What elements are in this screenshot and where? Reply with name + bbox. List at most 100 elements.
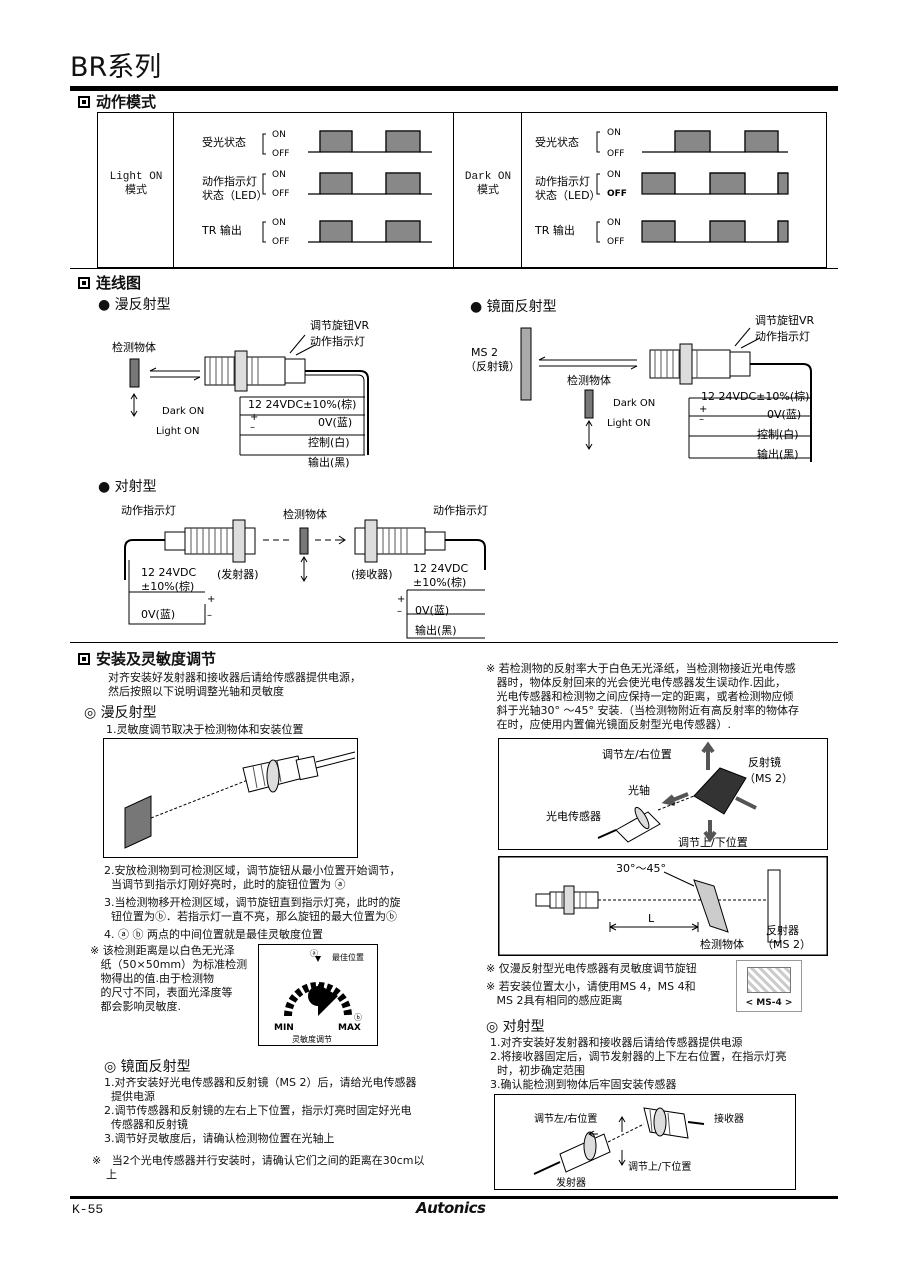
svg-text:动作指示灯: 动作指示灯: [310, 334, 365, 348]
svg-text:（MS 2）: （MS 2）: [762, 938, 811, 951]
svg-text:Dark ON: Dark ON: [613, 398, 655, 409]
svg-text:ON: ON: [607, 170, 621, 180]
brand-logo: Autonics: [416, 1199, 486, 1217]
diffuse-install-title: ◎ 漫反射型: [84, 705, 157, 721]
svg-text:检测物体: 检测物体: [700, 937, 744, 951]
svg-text:±10%(棕): ±10%(棕): [141, 579, 194, 593]
svg-text:灵敏度调节: 灵敏度调节: [292, 1034, 332, 1044]
svg-text:–: –: [207, 610, 212, 621]
svg-text:动作指示灯: 动作指示灯: [535, 174, 590, 188]
dark-on-mode-label: Dark ON 模式: [464, 171, 512, 197]
svg-text:状态（LED）: 状态（LED）: [535, 188, 601, 202]
through-title: ● 对射型: [98, 479, 157, 495]
diffuse-wiring-diagram: 调节旋钮VR 动作指示灯 检测物体 Dark ON Light ON 12 24…: [112, 318, 370, 469]
svg-text:TR 输出: TR 输出: [201, 223, 242, 237]
svg-text:光电传感器: 光电传感器: [546, 809, 601, 823]
footer-rule: [70, 1196, 838, 1199]
svg-text:0V(蓝): 0V(蓝): [141, 608, 175, 621]
step-2: 2.安放检测物到可检测区域，调节旋钮从最小位置开始调节， 当调节到指示灯刚好亮时…: [104, 864, 401, 891]
title-rule: [70, 86, 838, 91]
square-bullet-icon: [78, 96, 90, 108]
svg-text:动作指示灯: 动作指示灯: [202, 174, 257, 188]
svg-text:接收器: 接收器: [714, 1112, 744, 1125]
vr-label: 调节旋钮VR: [310, 318, 370, 332]
svg-text:输出(黑): 输出(黑): [757, 447, 799, 461]
svg-text:(接收器): (接收器): [351, 567, 393, 581]
svg-text:光轴: 光轴: [628, 783, 650, 797]
note-vr: ※ 仅漫反射型光电传感器有灵敏度调节旋钮: [486, 962, 697, 975]
step-3: 3.当检测物移开检测区域，调节旋钮直到指示灯亮，此时的旋 钮位置为ⓑ．若指示灯一…: [104, 896, 401, 923]
svg-text:–: –: [699, 414, 704, 425]
mirror-adjust-figure: 调节左/右位置 反射镜 （MS 2） 光轴 光电传感器 调节上/下位置: [498, 738, 828, 850]
svg-text:OFF: OFF: [607, 149, 624, 159]
svg-text:ON: ON: [272, 218, 286, 228]
svg-text:12 24VDC: 12 24VDC: [413, 562, 468, 575]
svg-text:（MS 2）: （MS 2）: [744, 772, 793, 785]
svg-text:受光状态: 受光状态: [535, 135, 579, 149]
svg-text:最佳位置: 最佳位置: [332, 952, 364, 962]
svg-text:OFF: OFF: [607, 189, 627, 199]
svg-text:0V(蓝): 0V(蓝): [767, 408, 801, 421]
svg-text:ON: ON: [607, 218, 621, 228]
svg-text:控制(白): 控制(白): [757, 427, 799, 441]
mode-table: [97, 112, 827, 268]
step-4: 4. ⓐ ⓑ 两点的中间位置就是最佳灵敏度位置: [104, 928, 323, 941]
svg-text:30°～45°: 30°～45°: [616, 862, 666, 875]
note-reflectivity: ※ 若检测物的反射率大于白色无光泽纸，当检测物接近光电传感 器时，物体反射回来的…: [486, 662, 799, 731]
svg-text:ON: ON: [272, 170, 286, 180]
svg-text:ⓐ: ⓐ: [310, 949, 318, 958]
svg-text:–: –: [250, 422, 255, 433]
svg-text:+: +: [397, 594, 405, 605]
ms4-reflector-image: < MS-4 >: [736, 960, 802, 1012]
svg-text:TR 输出: TR 输出: [534, 223, 575, 237]
svg-text:检测物体: 检测物体: [567, 373, 611, 387]
svg-text:+: +: [699, 404, 707, 415]
svg-text:调节上/下位置: 调节上/下位置: [628, 1160, 691, 1173]
through-install-title: ◎ 对射型: [486, 1019, 545, 1035]
svg-text:12 24VDC: 12 24VDC: [141, 566, 196, 579]
svg-text:ⓑ: ⓑ: [354, 1013, 362, 1022]
page-number: K-55: [72, 1202, 104, 1217]
angle-install-figure: 30°～45° L 检测物体 反射器 （MS 2）: [498, 856, 828, 956]
svg-text:ON: ON: [272, 130, 286, 140]
svg-text:12 24VDC±10%(棕): 12 24VDC±10%(棕): [701, 389, 809, 403]
svg-text:动作指示灯: 动作指示灯: [433, 503, 488, 517]
svg-text:OFF: OFF: [272, 189, 289, 199]
install-intro: 对齐安装好发射器和接收器后请给传感器提供电源， 然后按照以下说明调整光轴和灵敏度: [108, 671, 361, 698]
svg-text:动作指示灯: 动作指示灯: [755, 329, 810, 343]
through-install-steps: 1.对齐安装好发射器和接收器后请给传感器提供电源 2.将接收器固定后，调节发射器…: [490, 1036, 787, 1091]
svg-text:调节旋钮VR: 调节旋钮VR: [755, 313, 815, 327]
diffuse-title: ● 漫反射型: [98, 297, 171, 313]
section-install-heading: 安装及灵敏度调节: [78, 650, 216, 668]
page-title: BR系列: [70, 52, 162, 83]
note-diffuse: ※ 该检测距离是以白色无光泽 纸（50×50mm）为标准检测 物得出的值.由于检…: [90, 944, 248, 1013]
svg-text:输出(黑): 输出(黑): [415, 623, 457, 637]
svg-text:状态（LED）: 状态（LED）: [202, 188, 268, 202]
section-mode-heading: 动作模式: [78, 93, 156, 111]
square-bullet-icon: [78, 653, 90, 665]
svg-text:0V(蓝): 0V(蓝): [318, 416, 352, 429]
svg-text:（反射镜）: （反射镜）: [465, 359, 520, 373]
through-wiring-diagram: 动作指示灯 检测物体 动作指示灯 (发射器) (接收器) 12 24VDC ±1…: [121, 503, 488, 639]
ms4-label: < MS-4 >: [745, 998, 793, 1008]
mirror-title: ● 镜面反射型: [470, 299, 557, 315]
note-parallel: ※ 当2个光电传感器并行安装时，请确认它们之间的距离在30cm以 上: [92, 1154, 425, 1181]
svg-text:OFF: OFF: [607, 237, 624, 247]
svg-text:±10%(棕): ±10%(棕): [413, 575, 466, 589]
svg-text:调节上/下位置: 调节上/下位置: [678, 835, 748, 849]
mirror-install-title: ◎ 镜面反射型: [104, 1059, 191, 1075]
section-wiring-heading: 连线图: [78, 274, 141, 292]
diffuse-install-figure: [103, 738, 358, 858]
svg-text:输出(黑): 输出(黑): [308, 455, 350, 469]
svg-text:Light ON: Light ON: [156, 426, 200, 437]
mirror-install-steps: 1.对齐安装好光电传感器和反射镜（MS 2）后，请给光电传感器 提供电源 2.调…: [104, 1076, 417, 1145]
svg-text:ON: ON: [607, 128, 621, 138]
svg-text:检测物体: 检测物体: [112, 340, 156, 354]
svg-text:反射器: 反射器: [766, 923, 799, 937]
svg-text:动作指示灯: 动作指示灯: [121, 503, 176, 517]
svg-text:调节左/右位置: 调节左/右位置: [534, 1112, 597, 1125]
svg-text:受光状态: 受光状态: [202, 135, 246, 149]
svg-text:反射镜: 反射镜: [748, 755, 781, 769]
svg-text:L: L: [648, 912, 655, 925]
svg-text:调节左/右位置: 调节左/右位置: [602, 747, 672, 761]
